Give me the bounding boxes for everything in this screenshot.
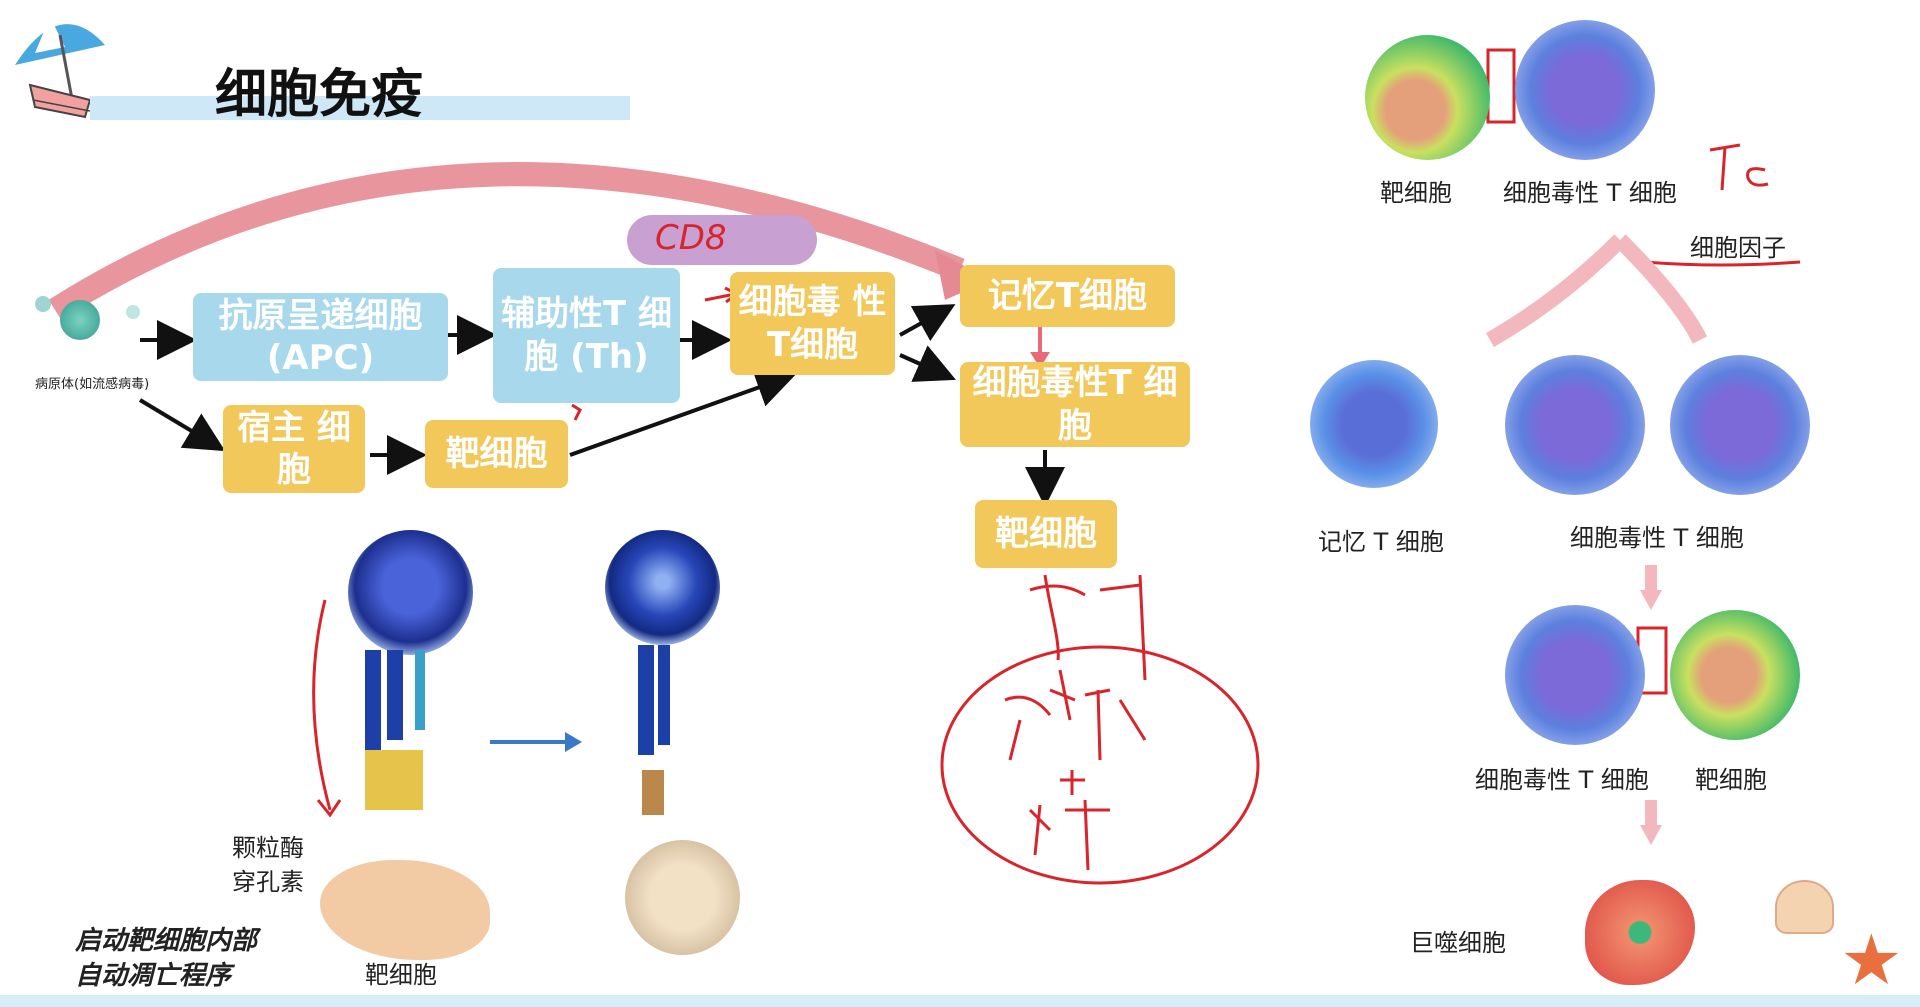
cd8-ink: CD8 [655, 218, 727, 258]
tc2-box: 细胞毒性T 细胞 [960, 362, 1190, 447]
target-cell-1 [320, 860, 490, 960]
target-bottom-label: 靶细胞 [1695, 766, 1767, 794]
tc-cell-top [1515, 20, 1655, 160]
macrophage [1585, 880, 1695, 985]
macrophage-label: 巨噬细胞 [1410, 929, 1506, 957]
tc-pair-label: 细胞毒性 T 细胞 [1570, 524, 1744, 552]
tc-cell-1 [348, 530, 473, 655]
tc-cell-2 [605, 530, 720, 645]
virus-icon [60, 300, 100, 340]
tc-cell-mid-2 [1670, 355, 1810, 495]
pathogen-label: 病原体(如流感病毒) [35, 377, 150, 392]
perforin-label: 穿孔素 [232, 868, 304, 896]
bottom-band [0, 995, 1920, 1007]
apoptosis-note-line1: 启动靶细胞内部 [75, 926, 258, 956]
tc-bottom-label: 细胞毒性 T 细胞 [1475, 766, 1649, 794]
beach-chair-icon [5, 5, 115, 125]
target-cell2-box: 靶细胞 [975, 500, 1117, 568]
title-bar [90, 96, 630, 120]
memory-t-cell [1310, 360, 1438, 488]
tc-cell-bottom [1505, 605, 1645, 745]
apc-box: 抗原呈递细胞 (APC) [193, 293, 448, 381]
memory-t-box: 记忆T细胞 [960, 265, 1175, 327]
cd8-annotation [627, 215, 817, 265]
shell-icon [1775, 880, 1834, 934]
apoptotic-target-cell [625, 840, 740, 955]
tc-box: 细胞毒 性T细胞 [730, 272, 895, 375]
tc-cell-mid-1 [1505, 355, 1645, 495]
apoptosis-note-line2: 自动凋亡程序 [75, 961, 232, 991]
virus-icon [35, 296, 51, 312]
granzyme-label: 颗粒酶 [232, 834, 304, 862]
host-cell-box: 宿主 细胞 [223, 405, 365, 493]
th-box: 辅助性T 细胞 (Th) [493, 268, 680, 403]
memory-t-label: 记忆 T 细胞 [1318, 528, 1444, 556]
target-cell-top [1365, 35, 1490, 160]
target-cell-box: 靶细胞 [425, 420, 568, 488]
starfish-icon: ★ [1840, 919, 1903, 1001]
target-cell-label: 靶细胞 [365, 961, 437, 989]
virus-icon [126, 305, 140, 319]
target-cell-bottom [1670, 610, 1800, 740]
receptor-stalks [638, 645, 678, 825]
receptor-stalks [365, 650, 445, 810]
tc-top-label: 细胞毒性 T 细胞 [1503, 179, 1677, 207]
cytokine-label: 细胞因子 [1690, 234, 1786, 262]
page-title: 细胞免疫 [215, 65, 424, 125]
target-cell-top-label: 靶细胞 [1380, 179, 1452, 207]
